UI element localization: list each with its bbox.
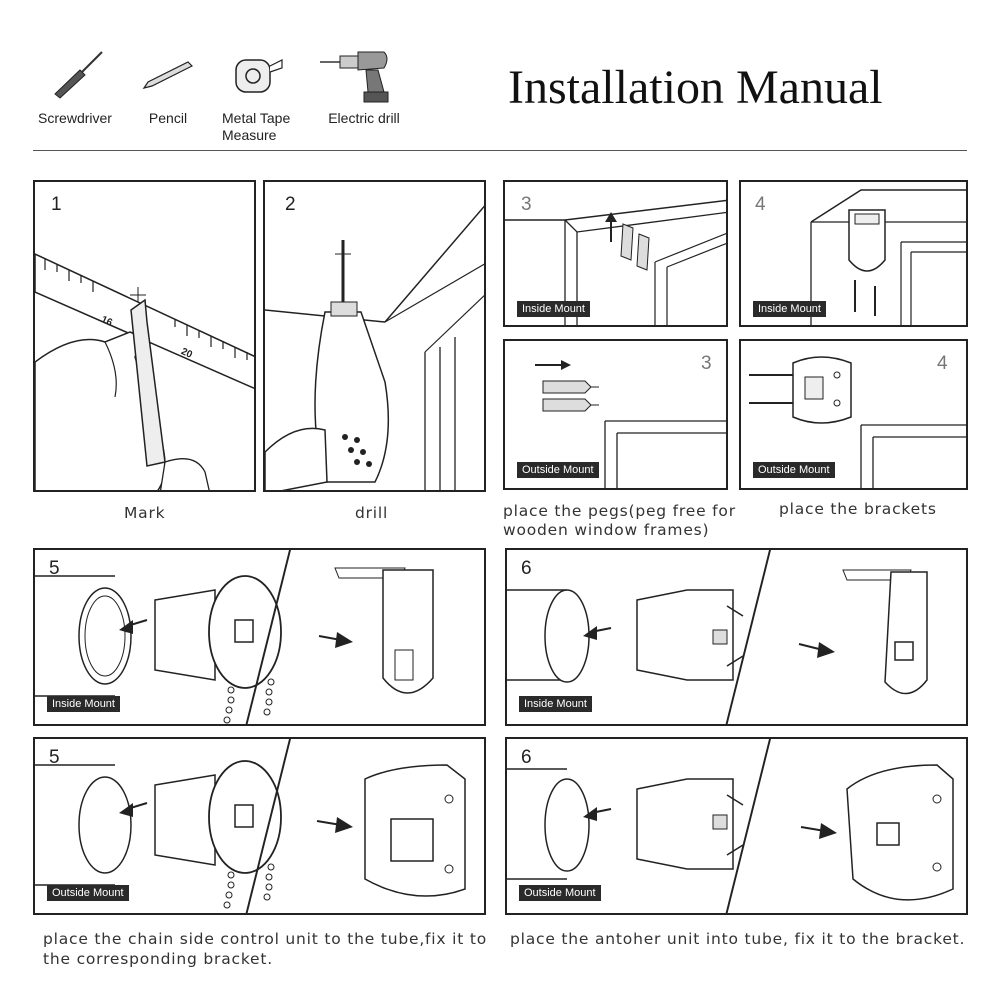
mount-tag: Outside Mount <box>517 462 599 478</box>
mount-tag: Inside Mount <box>519 696 592 712</box>
header-divider <box>33 150 967 151</box>
step-2-panel: 2 <box>263 180 486 492</box>
bracket-inside-illustration <box>810 189 966 325</box>
bracket-outside-illustration <box>749 356 966 488</box>
mount-tag: Outside Mount <box>47 885 129 901</box>
step-6-inside-panel: 6 Inside Mount <box>505 548 968 726</box>
mount-tag: Inside Mount <box>47 696 120 712</box>
pencil-icon <box>142 61 194 89</box>
step-number: 5 <box>49 558 60 579</box>
step-number: 6 <box>521 747 532 768</box>
step-number: 5 <box>49 747 60 768</box>
step-number: 4 <box>937 353 948 374</box>
mount-tag: Inside Mount <box>517 301 590 317</box>
chain-caption-line-2: the corresponding bracket. <box>43 950 273 968</box>
step-1-panel: 1 16 20 <box>33 180 256 492</box>
tape-measure-icon <box>235 59 283 93</box>
tool-label-screwdriver: Screwdriver <box>38 110 112 126</box>
chain-caption-line-1: place the chain side control unit to the… <box>43 930 487 948</box>
step-number: 6 <box>521 558 532 579</box>
drill-illustration <box>265 205 484 490</box>
step-6-outside-panel: 6 Outside Mount <box>505 737 968 915</box>
step-3-inside-panel: 3 Inside Mount <box>503 180 728 327</box>
mount-tag: Outside Mount <box>519 885 601 901</box>
mount-tag: Inside Mount <box>753 301 826 317</box>
step-number: 1 <box>51 194 62 215</box>
step-number: 3 <box>701 353 712 374</box>
other-unit-caption: place the antoher unit into tube, fix it… <box>510 930 966 948</box>
step-5-inside-panel: 5 Inside Mount <box>33 548 486 726</box>
step-number: 2 <box>285 194 296 215</box>
tool-label-electric-drill: Electric drill <box>328 110 400 126</box>
mount-tag: Outside Mount <box>753 462 835 478</box>
tool-label-tape-measure: Metal Tape Measure <box>222 110 291 143</box>
pegs-caption-line-1: place the pegs(peg free for <box>503 502 736 520</box>
step-number: 4 <box>755 194 766 215</box>
pegs-inside-illustration <box>505 199 726 325</box>
page-title: Installation Manual <box>508 61 883 114</box>
electric-drill-icon <box>320 51 389 103</box>
step-5-outside-panel: 5 Outside Mount <box>33 737 486 915</box>
step-number: 3 <box>521 194 532 215</box>
pegs-caption-line-2: wooden window frames) <box>503 521 710 539</box>
pegs-outside-illustration <box>535 360 726 488</box>
step-4-inside-panel: 4 Inside Mount <box>739 180 968 327</box>
idle-unit-inside-illustration <box>507 569 928 695</box>
step-3-outside-panel: 3 Outside Mount <box>503 339 728 490</box>
step-4-outside-panel: 4 Outside Mount <box>739 339 968 490</box>
step-2-caption: drill <box>355 504 389 522</box>
step-1-caption: Mark <box>124 504 166 522</box>
mark-illustration <box>35 253 254 490</box>
screwdriver-icon <box>54 51 103 99</box>
brackets-caption: place the brackets <box>779 500 937 518</box>
idle-unit-outside-illustration <box>507 764 954 901</box>
tool-label-pencil: Pencil <box>148 110 188 126</box>
